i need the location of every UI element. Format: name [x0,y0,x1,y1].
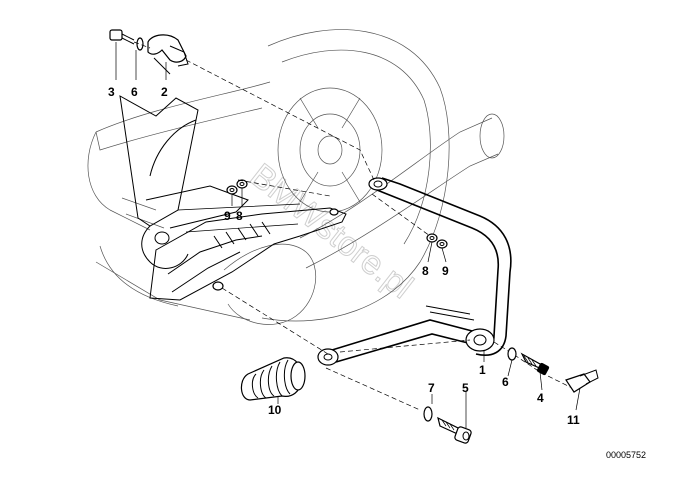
rear-body-outline [87,81,271,321]
callout-6-right: 6 [502,375,509,389]
document-id: 00005752 [606,450,646,460]
clamp-part-2 [147,34,189,75]
frame-struts [119,95,301,269]
callout-6-top: 6 [131,85,138,99]
nut-washer-lower-pair [426,233,448,249]
callout-9-lower: 9 [442,264,449,278]
exhaust-silencer-outline [223,113,505,325]
callout-3: 3 [108,85,115,99]
callout-9-upper: 9 [224,209,231,223]
pedal-rubber-part-10 [240,357,306,401]
callout-7: 7 [428,381,435,395]
pedal-lever-part-1 [317,177,512,366]
assembly-lines [133,41,573,411]
washer-part-7 [423,406,433,422]
watermark: BMWstore.pl [243,156,420,306]
bolt-part-5 [437,416,472,444]
nut-washer-upper-pair [226,179,248,195]
screw-part-4 [520,352,550,376]
callout-8-lower: 8 [422,264,429,278]
pin-part-11 [565,369,599,393]
footrest-hanger-plate [149,207,347,301]
washer-part-6-right [507,347,517,361]
callout-1: 1 [479,363,486,377]
callout-2: 2 [161,85,168,99]
callout-5: 5 [462,381,469,395]
washer-part-6-top [136,37,144,51]
callout-10: 10 [268,403,282,417]
callout-11: 11 [567,413,580,427]
callout-leaders [115,42,581,428]
screw-part-3 [109,29,135,45]
callout-8-upper: 8 [236,209,243,223]
callout-4: 4 [537,391,544,405]
